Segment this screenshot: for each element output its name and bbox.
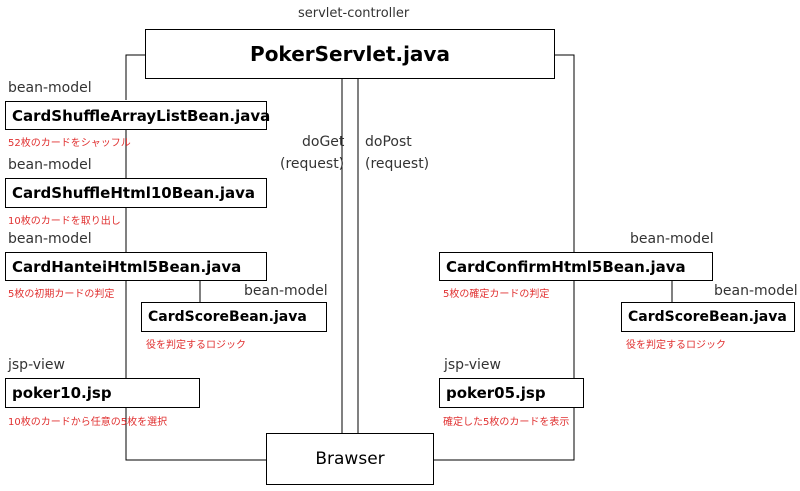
servlet-tag: servlet-controller [298, 6, 410, 21]
shuffle-html10-tag: bean-model [8, 157, 92, 173]
shuffle-list-note: 52枚のカードをシャッフル [8, 138, 131, 149]
hantei5-note: 5枚の初期カードの判定 [8, 289, 115, 300]
poker10-note: 10枚のカードから任意の5枚を選択 [8, 417, 168, 428]
right-spine-line [555, 54, 575, 252]
dopost-request-label: (request) [365, 156, 430, 172]
doget-request-label: (request) [280, 156, 345, 172]
left-spine-line [125, 54, 145, 100]
card-hantei-html5-bean-box: CardHanteiHtml5Bean.java [5, 252, 267, 281]
card-shuffle-html10-bean-box: CardShuffleHtml10Bean.java [5, 178, 267, 208]
score-left-tag: bean-model [244, 283, 328, 299]
poker05-note: 確定した5枚のカードを表示 [443, 417, 570, 428]
hantei5-tag: bean-model [8, 231, 92, 247]
dopost-label: doPost [365, 134, 412, 150]
browser-box: Brawser [266, 433, 434, 485]
card-score-bean-box-right: CardScoreBean.java [621, 302, 795, 332]
poker05-jsp-box: poker05.jsp [439, 378, 584, 408]
left-to-browser-line [125, 408, 266, 461]
card-confirm-html5-bean-box: CardConfirmHtml5Bean.java [439, 252, 713, 281]
shuffle-html10-note: 10枚のカードを取り出し [8, 216, 121, 227]
score-right-note: 役を判定するロジック [626, 340, 726, 351]
right-to-browser-line [434, 408, 575, 461]
poker10-jsp-box: poker10.jsp [5, 378, 200, 408]
score-left-note: 役を判定するロジック [146, 340, 246, 351]
poker10-tag: jsp-view [8, 357, 65, 373]
poker05-tag: jsp-view [444, 357, 501, 373]
shuffle-list-tag: bean-model [8, 80, 92, 96]
score-right-tag: bean-model [714, 283, 798, 299]
poker-servlet-box: PokerServlet.java [145, 29, 555, 79]
doget-label: doGet [302, 134, 345, 150]
card-score-bean-box-left: CardScoreBean.java [141, 302, 327, 332]
confirm5-note: 5枚の確定カードの判定 [443, 289, 550, 300]
card-shuffle-arraylist-bean-box: CardShuffleArrayListBean.java [5, 101, 270, 130]
confirm5-tag: bean-model [630, 231, 714, 247]
